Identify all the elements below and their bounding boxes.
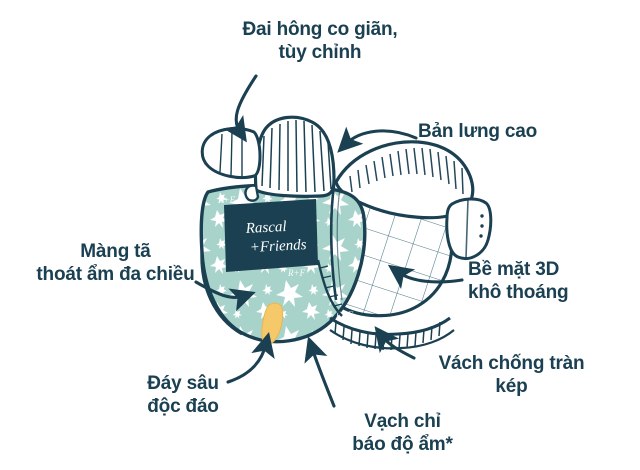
leader-wetness-indicator [304,336,336,408]
leader-deep-bottom [226,331,275,384]
leader-moisture-film [194,280,256,312]
pattern-mark-rf: R+F [287,268,306,278]
diaper-seam-lines [200,185,343,336]
diaper-front-waistband [244,115,336,202]
diaper-side-tab-fastener [445,197,493,260]
brand-logo-band: Rascal +Friends [224,199,318,272]
leader-elastic-hip-band [223,74,258,143]
callout-leader-lines [194,74,464,408]
brand-name-line1: Rascal [244,219,287,237]
pattern-mark-rf: R+F [217,195,236,205]
brand-name-line2: +Friends [249,237,307,256]
pattern-mark-rf: R+F [335,310,354,320]
leader-3d-surface [387,264,464,290]
diaper-back-waistband [334,140,475,220]
leader-double-barrier [374,326,416,360]
leader-high-back-panel [337,126,418,153]
diaper-left-hip-wing [200,127,262,180]
